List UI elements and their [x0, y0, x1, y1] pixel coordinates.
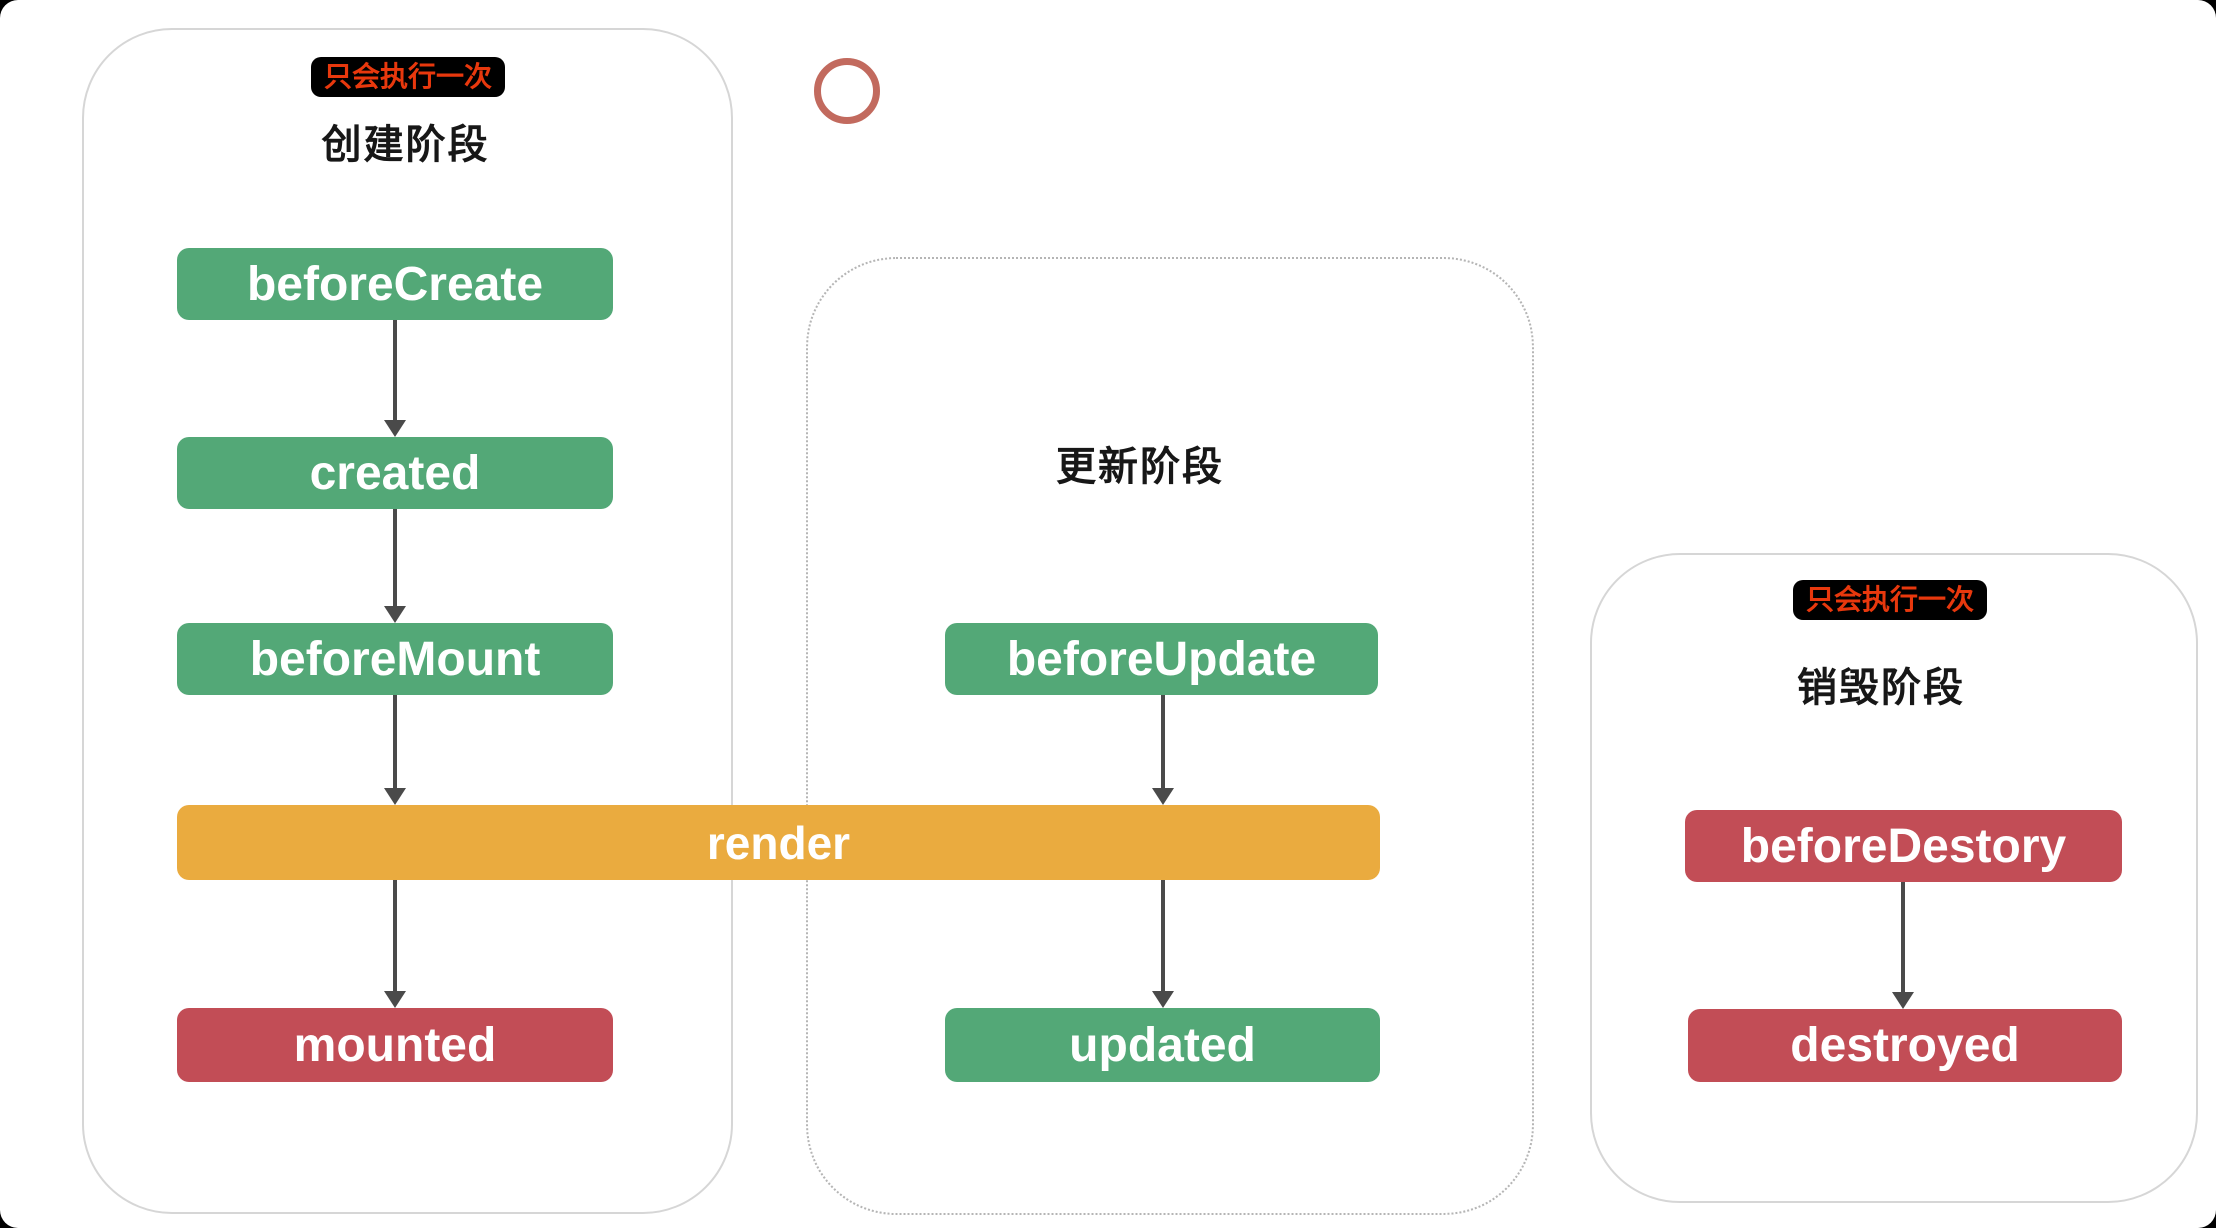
arrowhead-render-updated-icon [1152, 991, 1174, 1008]
stage-title-create: 创建阶段 [321, 123, 490, 167]
node-beforeMount: beforeMount [177, 623, 613, 695]
stage-title-destroy: 销毁阶段 [1797, 666, 1965, 710]
arrow-beforeUpdate-render [1161, 695, 1165, 789]
arrow-beforeCreate-created [393, 320, 397, 422]
node-render: render [177, 805, 1380, 880]
arrowhead-beforeDestory-destroyed-icon [1892, 992, 1914, 1009]
arrowhead-beforeCreate-created-icon [384, 420, 406, 437]
node-destroyed: destroyed [1688, 1009, 2122, 1082]
node-updated: updated [945, 1008, 1380, 1082]
arrow-beforeDestory-destroyed [1901, 882, 1905, 994]
arrow-render-updated [1161, 880, 1165, 992]
node-beforeDestory: beforeDestory [1685, 810, 2122, 882]
arrowhead-render-mounted-icon [384, 991, 406, 1008]
node-created: created [177, 437, 613, 509]
node-mounted: mounted [177, 1008, 613, 1082]
circle-annotation-icon [814, 58, 880, 124]
arrow-render-mounted [393, 880, 397, 992]
node-beforeUpdate: beforeUpdate [945, 623, 1378, 695]
stage-container-update [806, 257, 1534, 1215]
node-beforeCreate: beforeCreate [177, 248, 613, 320]
badge-once-create: 只会执行一次 [311, 57, 505, 97]
arrowhead-created-beforeMount-icon [384, 606, 406, 623]
arrowhead-beforeUpdate-render-icon [1152, 788, 1174, 805]
badge-once-destroy: 只会执行一次 [1793, 580, 1987, 620]
arrowhead-beforeMount-render-icon [384, 788, 406, 805]
arrow-beforeMount-render [393, 695, 397, 789]
arrow-created-beforeMount [393, 509, 397, 607]
stage-title-update: 更新阶段 [1056, 445, 1224, 489]
